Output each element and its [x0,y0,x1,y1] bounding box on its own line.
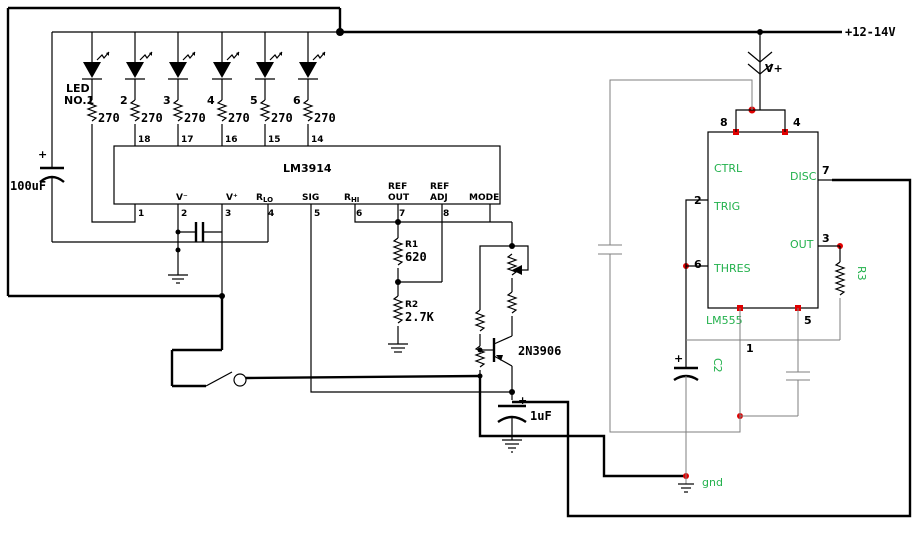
led-1 [82,32,110,146]
lm3914-pin-15: 15 [268,135,281,145]
led-6 [298,32,326,146]
lm555-label-ctrl: CTRL [714,162,743,175]
lm3914-pin-18: 18 [138,135,151,145]
lm555-pin-8: 8 [720,116,728,129]
r3-label: R3 [855,266,868,281]
lm555-pin-1: 1 [746,342,754,355]
lm555-wiring: V+ + C2 gnd R3 [598,32,868,493]
r2-name: R2 [405,300,418,310]
lm3914-pin-14: 14 [311,135,324,145]
lm3914-label-rhi: RHI [344,193,359,204]
supply-rail: +12-14V [6,6,896,298]
r1-value: 620 [405,250,427,264]
lm555-name: LM555 [706,314,743,327]
lm555-chip: LM555 CTRL DISC TRIG OUT THRES 8 4 7 2 6… [683,106,843,479]
lm3914-pin-8: 8 [443,209,449,219]
c-1uf-value: 1uF [530,409,552,423]
lm555-pin-5: 5 [804,314,812,327]
supply-label: +12-14V [845,25,896,39]
c-1uf-plus: + [518,394,527,407]
lm3914-label-refadj-2: ADJ [430,193,448,203]
gnd-label: gnd [702,476,723,489]
lm555-label-disc: DISC [790,170,817,183]
led-4-resistor-value: 270 [228,111,250,125]
lm3914-pin-7: 7 [399,209,405,219]
led-2 [125,32,153,146]
c-100uf-plus: + [38,148,47,161]
lm3914-pin-4: 4 [268,209,274,219]
lm3914-pin-6: 6 [356,209,362,219]
c2-plus: + [674,352,683,365]
lm3914-pin-3: 3 [225,209,231,219]
led-6-number: 6 [293,94,301,107]
lm3914-pin-5: 5 [314,209,320,219]
led-3 [168,32,196,146]
lm3914-pin-17: 17 [181,135,194,145]
lm555-pin-3: 3 [822,232,830,245]
lm3914-name: LM3914 [283,162,332,175]
lm3914-label-vminus: V⁻ [176,193,188,203]
lm3914-pin-16: 16 [225,135,238,145]
led-array: LED NO.1 2 3 4 5 6 270 270 270 270 270 2… [64,32,336,146]
led-1-resistor-value: 270 [98,111,120,125]
led-1-label: LED [66,82,90,95]
lm3914-chip: LM3914 18 17 16 15 14 V⁻ V⁺ RLO SIG RHI … [113,135,501,219]
lm3914-label-refout-1: REF [388,182,407,192]
led-5-resistor-value: 270 [271,111,293,125]
lm3914-label-refadj-1: REF [430,182,449,192]
led-4 [212,32,240,146]
led-4-number: 4 [207,94,215,107]
led-5-number: 5 [250,94,258,107]
lm3914-label-vplus: V⁺ [226,193,238,203]
lm3914-label-sig: SIG [302,193,319,203]
led-6-resistor-value: 270 [314,111,336,125]
lm3914-label-refout-2: OUT [388,193,410,203]
lm3914-label-rlo-sub: LO [263,196,273,204]
transistor-label: 2N3906 [518,344,561,358]
lm3914-pin-2: 2 [181,209,187,219]
transistor-stage: 2N3906 + 1uF [474,178,912,518]
lm3914-label-rlo-main: R [256,193,263,203]
r2-value: 2.7K [405,310,435,324]
led-1-label-number: NO.1 [64,94,94,107]
lm3914-wiring: + 100uF [10,32,512,393]
lm555-label-trig: TRIG [713,200,740,213]
lm3914-label-rhi-sub: HI [351,196,359,204]
vplus-label: V+ [765,62,783,75]
c2-label: C2 [711,358,724,373]
r1-r2-divider: R1 620 R2 2.7K [388,222,435,353]
led-5 [255,32,283,146]
c-100uf-value: 100uF [10,179,46,193]
lm555-pin-4: 4 [793,116,801,129]
lm555-pin-7: 7 [822,164,830,177]
led-2-resistor-value: 270 [141,111,163,125]
lm3914-label-mode: MODE [469,193,499,203]
lm3914-label-rhi-main: R [344,193,351,203]
lm555-label-thres: THRES [713,262,751,275]
lm555-label-out: OUT [790,238,814,251]
led-2-number: 2 [120,94,128,107]
lm3914-label-rlo: RLO [256,193,273,204]
led-3-resistor-value: 270 [184,111,206,125]
lm555-pin-6: 6 [694,258,702,271]
led-3-number: 3 [163,94,171,107]
r1-name: R1 [405,240,418,250]
lm3914-pin-1: 1 [138,209,144,219]
